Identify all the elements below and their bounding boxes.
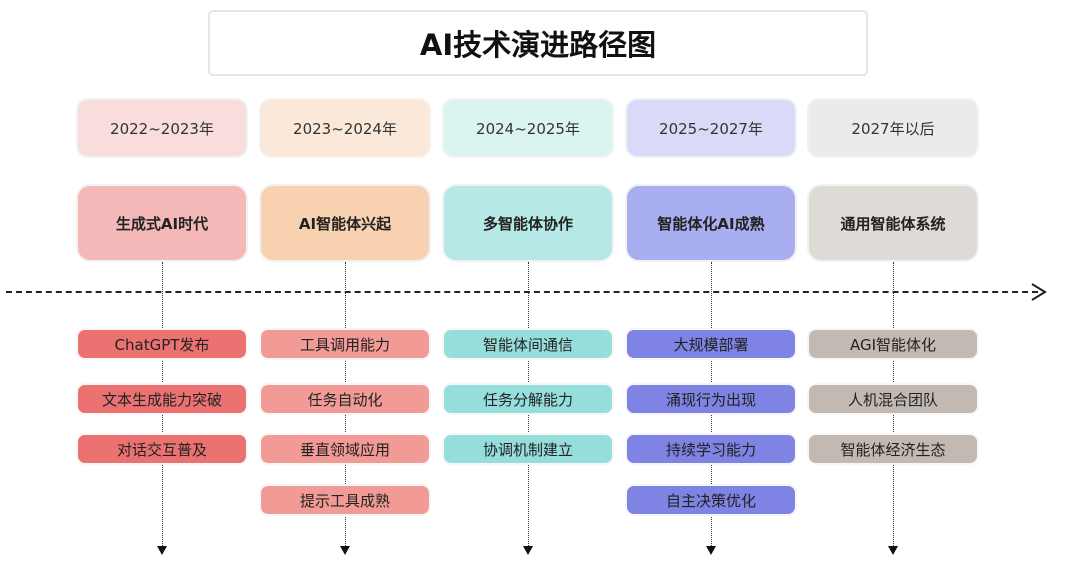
- year-range-label: 2024~2025年: [442, 98, 614, 158]
- phase-title: AI智能体兴起: [259, 184, 431, 262]
- year-range-label: 2022~2023年: [76, 98, 248, 158]
- arrow-down-icon: [157, 546, 167, 555]
- milestone-item: 协调机制建立: [442, 433, 614, 465]
- diagram-title: AI技术演进路径图: [208, 10, 868, 76]
- milestone-item: 工具调用能力: [259, 328, 431, 360]
- phase-column: 2022~2023年生成式AI时代 ChatGPT发布文本生成能力突破对话交互普及: [76, 0, 248, 566]
- phase-column: 2027年以后通用智能体系统 AGI智能体化人机混合团队智能体经济生态: [807, 0, 979, 566]
- year-range-label: 2025~2027年: [625, 98, 797, 158]
- timeline-arrow-icon: [1031, 283, 1047, 301]
- phase-title: 多智能体协作: [442, 184, 614, 262]
- milestone-item: 任务分解能力: [442, 383, 614, 415]
- milestone-item: 持续学习能力: [625, 433, 797, 465]
- milestone-item: 智能体经济生态: [807, 433, 979, 465]
- phase-column: 2023~2024年 AI智能体兴起工具调用能力任务自动化垂直领域应用提示工具成熟: [259, 0, 431, 566]
- timeline-axis: [6, 291, 1038, 293]
- milestone-item: ChatGPT发布: [76, 328, 248, 360]
- arrow-down-icon: [523, 546, 533, 555]
- milestone-item: 涌现行为出现: [625, 383, 797, 415]
- phase-title: 智能体化AI成熟: [625, 184, 797, 262]
- milestone-item: 智能体间通信: [442, 328, 614, 360]
- milestone-item: 对话交互普及: [76, 433, 248, 465]
- milestone-item: 文本生成能力突破: [76, 383, 248, 415]
- milestone-item: 提示工具成熟: [259, 484, 431, 516]
- milestone-item: 人机混合团队: [807, 383, 979, 415]
- year-range-label: 2027年以后: [807, 98, 979, 158]
- phase-title: 通用智能体系统: [807, 184, 979, 262]
- phase-title: 生成式AI时代: [76, 184, 248, 262]
- phase-column: 2025~2027年智能体化AI成熟大规模部署涌现行为出现持续学习能力自主决策优…: [625, 0, 797, 566]
- year-range-label: 2023~2024年: [259, 98, 431, 158]
- arrow-down-icon: [340, 546, 350, 555]
- milestone-item: 垂直领域应用: [259, 433, 431, 465]
- milestone-item: AGI智能体化: [807, 328, 979, 360]
- arrow-down-icon: [706, 546, 716, 555]
- arrow-down-icon: [888, 546, 898, 555]
- milestone-item: 自主决策优化: [625, 484, 797, 516]
- phase-column: 2024~2025年多智能体协作智能体间通信任务分解能力协调机制建立: [442, 0, 614, 566]
- milestone-item: 大规模部署: [625, 328, 797, 360]
- milestone-item: 任务自动化: [259, 383, 431, 415]
